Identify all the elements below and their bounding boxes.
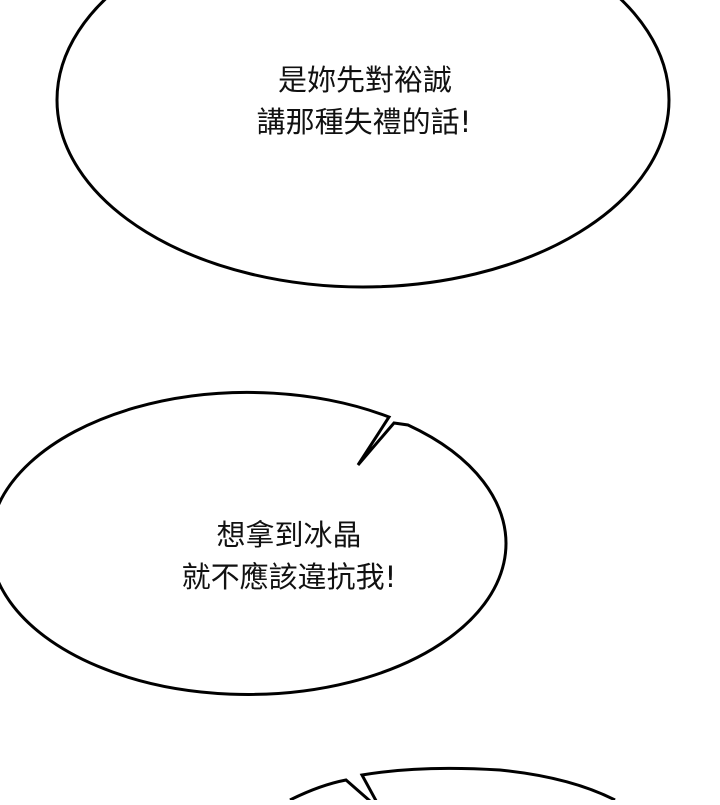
- bubble-top-line-2: 講那種失禮的話!: [256, 105, 472, 139]
- speech-bubble-top: [55, 0, 671, 289]
- bubble-top-line-1: 是妳先對裕誠: [277, 63, 453, 97]
- bubble-middle-line-1: 想拿到冰晶: [216, 518, 362, 552]
- bubble-middle-line-2: 就不應該違抗我!: [181, 560, 397, 594]
- speech-bubble-bottom: [289, 766, 616, 805]
- speech-bubble-middle: [0, 390, 508, 696]
